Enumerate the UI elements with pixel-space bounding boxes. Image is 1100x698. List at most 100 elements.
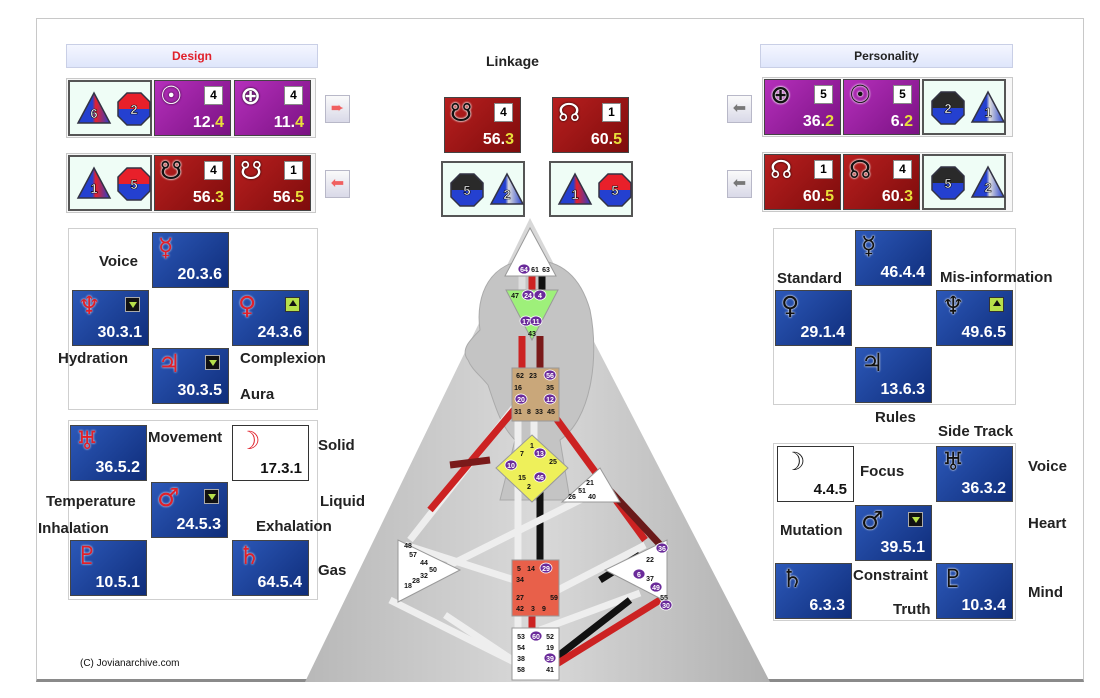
gate-number: 25 xyxy=(549,459,557,466)
jupiter-card[interactable]: ♃13.6.3 xyxy=(855,347,932,403)
moon-card[interactable]: ☽17.3.1 xyxy=(232,425,309,481)
activation-value: 29.1.4 xyxy=(800,324,845,341)
mars-card[interactable]: ♂24.5.3 xyxy=(151,482,228,538)
sun-card[interactable]: ☉562 xyxy=(843,79,920,135)
gate-line-value: 565 xyxy=(273,189,304,207)
gate-number: 38 xyxy=(517,656,525,663)
gate-number: 58 xyxy=(517,667,525,674)
line-number: 2 xyxy=(900,113,913,130)
mercury-card[interactable]: ☿46.4.4 xyxy=(855,230,932,286)
activation-value: 30.3.5 xyxy=(177,382,222,399)
variable-label: Truth xyxy=(893,601,931,618)
gate-number: 19 xyxy=(546,645,554,652)
variable-label: Inhalation xyxy=(38,520,109,537)
south-node-icon: ☋ xyxy=(240,156,263,185)
gate-number: 60 xyxy=(802,188,821,205)
variable-label: Mutation xyxy=(780,522,843,539)
gate-number: 64 xyxy=(520,267,528,274)
channel-line xyxy=(449,456,491,469)
north-node-icon: ☊ xyxy=(849,155,872,184)
pluto-card[interactable]: ♇10.3.4 xyxy=(936,563,1013,619)
sun-card[interactable]: ☉4124 xyxy=(154,80,231,136)
channel-line xyxy=(403,541,532,589)
gate-number: 43 xyxy=(528,331,536,338)
sun-icon: ☉ xyxy=(849,80,872,109)
neptune-card[interactable]: ♆49.6.5 xyxy=(936,290,1013,346)
mercury-card[interactable]: ☿20.3.6 xyxy=(152,232,229,288)
mars-icon: ♂ xyxy=(861,506,884,535)
line-number: 2 xyxy=(821,113,834,130)
channel-line xyxy=(556,541,647,594)
gate-number: 21 xyxy=(586,480,594,487)
arrow-left-button[interactable]: ⬅ xyxy=(727,170,752,198)
pluto-icon: ♇ xyxy=(76,541,99,570)
north-node-card[interactable]: ☊1605 xyxy=(552,97,629,153)
moon-card[interactable]: ☽4.4.5 xyxy=(777,446,854,502)
arrow-left-button[interactable]: ⬅ xyxy=(727,95,752,123)
north-node-card[interactable]: ☊1605 xyxy=(764,154,841,210)
arrow-up-icon xyxy=(285,297,300,312)
gate-number: 35 xyxy=(546,385,554,392)
gate-line-value: 114 xyxy=(274,114,304,132)
jupiter-card[interactable]: ♃30.3.5 xyxy=(152,348,229,404)
uranus-card[interactable]: ♅36.5.2 xyxy=(70,425,147,481)
gate-number: 54 xyxy=(517,645,525,652)
mars-card[interactable]: ♂39.5.1 xyxy=(855,505,932,561)
gate-number: 37 xyxy=(646,576,654,583)
variable-label: Mis-information xyxy=(940,269,1053,286)
south-node-card[interactable]: ☋1565 xyxy=(234,155,311,211)
gate-line-value: 124 xyxy=(193,114,224,132)
south-node-card[interactable]: ☋4563 xyxy=(444,97,521,153)
active-gate-marker xyxy=(539,562,553,574)
arrow-down-icon xyxy=(204,489,219,504)
arrow-left-icon: ⬅ xyxy=(732,100,747,117)
mini-shape-number: 5 xyxy=(611,183,618,198)
earth-icon: ⊕ xyxy=(770,80,791,109)
gate-number: 36 xyxy=(658,546,666,553)
octagon-icon: 2 xyxy=(116,91,152,127)
venus-card[interactable]: ♀24.3.6 xyxy=(232,290,309,346)
neptune-card[interactable]: ♆30.3.1 xyxy=(72,290,149,346)
triangle-icon: 6 xyxy=(76,91,112,127)
gate-number: 17 xyxy=(522,319,530,326)
gate-line-value: 605 xyxy=(591,131,622,149)
line-number: 3 xyxy=(501,131,514,148)
earth-card[interactable]: ⊕5362 xyxy=(764,79,841,135)
active-gate-marker xyxy=(517,263,531,275)
gate-number: 52 xyxy=(546,634,554,641)
octagon-icon: 5 xyxy=(930,165,966,201)
gate-number: 60 xyxy=(532,634,540,641)
venus-card[interactable]: ♀29.1.4 xyxy=(775,290,852,346)
pluto-card[interactable]: ♇10.5.1 xyxy=(70,540,147,596)
saturn-card[interactable]: ♄64.5.4 xyxy=(232,540,309,596)
copyright-text: (C) Jovianarchive.com xyxy=(80,658,180,669)
arrow-right-button[interactable]: ➨ xyxy=(325,95,350,123)
arrow-up-icon xyxy=(989,297,1004,312)
uranus-icon: ♅ xyxy=(942,447,965,476)
gate-number: 47 xyxy=(511,293,519,300)
arrow-left-button[interactable]: ⬅ xyxy=(325,170,350,198)
variable-label: Side Track xyxy=(938,423,1014,440)
line-indicator: 4 xyxy=(893,160,912,179)
gate-number: 3 xyxy=(531,606,535,613)
north-node-card[interactable]: ☊4603 xyxy=(843,154,920,210)
south-node-card[interactable]: ☋4563 xyxy=(154,155,231,211)
earth-card[interactable]: ⊕4114 xyxy=(234,80,311,136)
uranus-card[interactable]: ♅36.3.2 xyxy=(936,446,1013,502)
activation-value: 24.5.3 xyxy=(176,516,221,533)
active-gate-marker xyxy=(529,315,543,327)
saturn-card[interactable]: ♄6.3.3 xyxy=(775,563,852,619)
mini-shape-number: 1 xyxy=(571,187,578,202)
gate-number: 56 xyxy=(272,189,291,206)
